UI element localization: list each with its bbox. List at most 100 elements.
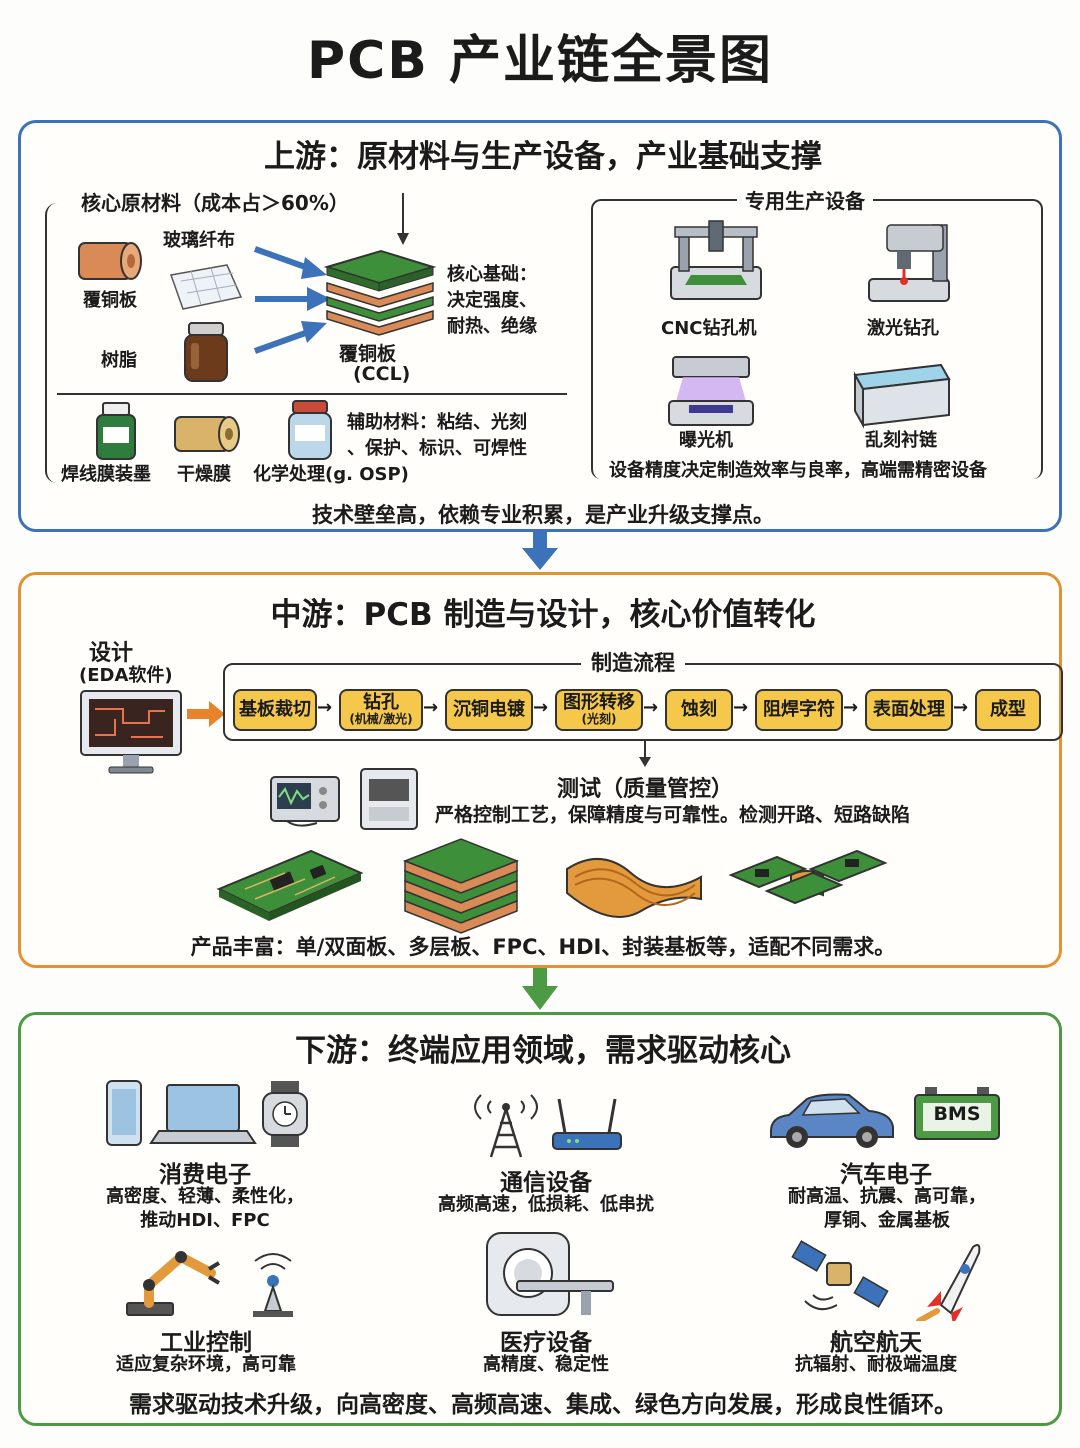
step-8: 成型 [975,689,1041,731]
step-5: 蚀刻 [665,689,733,731]
single-double-board-icon [216,849,364,921]
fpc-board-icon [566,857,702,918]
equipment-etching-label: 乱刻衬链 [865,430,937,451]
step-arrow-icon: → [317,697,333,718]
category-medical-title: 医疗设备 [500,1330,592,1356]
step-1: 基板裁切 [233,689,317,731]
car-icon [770,1093,894,1148]
cnc-drill-icon [670,220,762,300]
category-industrial-desc-1: 适应复杂环境，高可靠 [116,1354,296,1375]
multilayer-board-icon [402,838,520,934]
flow-arrow-head-1 [522,548,558,570]
products-text: 产品丰富：单/双面板、多层板、FPC、HDI、封装基板等，适配不同需求。 [190,935,896,959]
hdi-board-icon [728,849,888,905]
chemical-bottle-icon [288,400,332,460]
solder-mask-ink-icon [96,402,136,460]
upstream-title: 上游：原材料与生产设备，产业基础支撑 [264,139,822,175]
step-arrow-icon: → [733,697,749,718]
category-auto-desc-2: 厚铜、金属基板 [824,1210,950,1231]
etching-line-icon [853,363,951,429]
step-7: 表面处理 [865,689,953,731]
category-telecom-title: 通信设备 [500,1170,592,1196]
laser-drill-icon [868,224,950,302]
industrial-robot-icon [126,1250,293,1317]
equipment-cnc-label: CNC钻孔机 [661,318,757,339]
materials-divider [57,393,567,395]
aux-desc-line-2: 、保护、标识、可焊性 [347,438,527,459]
consumer-devices-icon [106,1080,308,1147]
core-basis-line-3: 耐热、绝缘 [447,316,537,337]
step-arrow-icon: → [843,697,859,718]
flow-arrow-shaft-1 [533,532,547,550]
process-to-test-arrow [639,741,651,767]
downstream-title: 下游：终端应用领域，需求驱动核心 [295,1033,791,1069]
category-consumer-desc-2: 推动HDI、FPC [140,1210,270,1231]
step-arrow-icon: → [533,697,549,718]
dry-film-icon [174,416,240,452]
category-aero-title: 航空航天 [830,1330,922,1356]
category-aero-desc-1: 抗辐射、耐极端温度 [795,1354,957,1375]
design-sub-label: (EDA软件) [79,665,173,686]
test-machine-icon [360,768,418,830]
mri-scanner-icon [486,1232,614,1316]
ccl-sub-label: (CCL) [353,363,411,385]
step-6: 阻焊字符 [755,689,843,731]
resin-jar-icon [184,322,228,382]
aux-item-1: 焊线膜装墨 [61,464,151,485]
ccl-pointer-arrow [397,193,409,245]
equipment-exposure-label: 曝光机 [679,430,733,451]
core-materials-frame [45,203,571,483]
midstream-title: 中游：PCB 制造与设计，核心价值转化 [270,597,816,633]
aux-desc-line-1: 辅助材料：粘结、光刻 [347,412,527,433]
midstream-section: 中游：PCB 制造与设计，核心价值转化 设计 (EDA软件) 制造流程 基板裁切… [18,572,1063,968]
step-4: 图形转移(光刻) [555,689,643,731]
eda-monitor-icon [80,690,182,774]
glass-fabric-icon [169,264,243,310]
category-medical-desc-1: 高精度、稳定性 [483,1354,609,1375]
design-label: 设计 [89,641,134,666]
test-label: 测试（质量管控） [557,777,734,802]
design-to-process-arrow [187,701,225,727]
telecom-tower-router-icon [474,1094,622,1158]
equipment-note: 设备精度决定制造效率与良率，高端需精密设备 [605,459,991,483]
test-desc: 严格控制工艺，保障精度与可靠性。检测开路、短路缺陷 [435,804,911,826]
page-title: PCB 产业链全景图 [306,31,773,91]
ccl-stack-icon [323,249,437,336]
battery-bms-icon [914,1087,1000,1140]
step-arrow-icon: → [423,697,439,718]
core-materials-label: 核心原材料（成本占＞60%） [77,187,353,216]
step-arrow-icon: → [643,697,659,718]
upstream-footer: 技术壁垒高，依赖专业积累，是产业升级支撑点。 [312,503,774,527]
step-arrow-icon: → [953,697,969,718]
category-consumer-title: 消费电子 [159,1162,251,1188]
category-auto-desc-1: 耐高温、抗震、高可靠， [788,1186,986,1207]
core-basis-line-2: 决定强度、 [447,290,537,311]
bms-label: BMS [933,1103,981,1125]
core-basis-line-1: 核心基础： [447,264,537,285]
category-industrial-title: 工业控制 [160,1330,252,1356]
material-copper-label: 覆铜板 [83,290,137,311]
aux-item-3: 化学处理(g. OSP) [253,464,409,485]
material-glass-label: 玻璃纤布 [163,230,235,251]
material-resin-label: 树脂 [101,350,137,371]
category-consumer-desc-1: 高密度、轻薄、柔性化， [106,1186,304,1207]
equipment-laser-label: 激光钻孔 [867,318,939,339]
step-3: 沉铜电镀 [445,689,533,731]
upstream-section: 上游：原材料与生产设备，产业基础支撑 核心原材料（成本占＞60%） 覆铜板 玻璃… [18,120,1062,532]
step-2: 钻孔(机械/激光) [339,689,423,731]
equipment-label: 专用生产设备 [737,185,873,214]
satellite-rocket-icon [791,1240,981,1321]
materials-flow-arrows [253,246,331,354]
downstream-footer: 需求驱动技术升级，向高密度、高频高速、集成、绿色方向发展，形成良性循环。 [129,1392,957,1418]
flow-arrow-head-2 [522,986,558,1010]
category-auto-title: 汽车电子 [840,1162,932,1188]
oscilloscope-icon [270,776,340,827]
category-telecom-desc-1: 高频高速，低损耗、低串扰 [438,1194,654,1215]
flow-arrow-shaft-2 [533,968,547,988]
ccl-label: 覆铜板 [339,343,397,365]
aux-item-2: 干燥膜 [177,464,231,485]
exposure-machine-icon [668,356,754,426]
process-label: 制造流程 [581,647,685,677]
downstream-section: 下游：终端应用领域，需求驱动核心 消费电子 高密度、轻薄、柔性化， 推动HDI、… [18,1012,1062,1426]
equipment-frame [591,199,1043,479]
